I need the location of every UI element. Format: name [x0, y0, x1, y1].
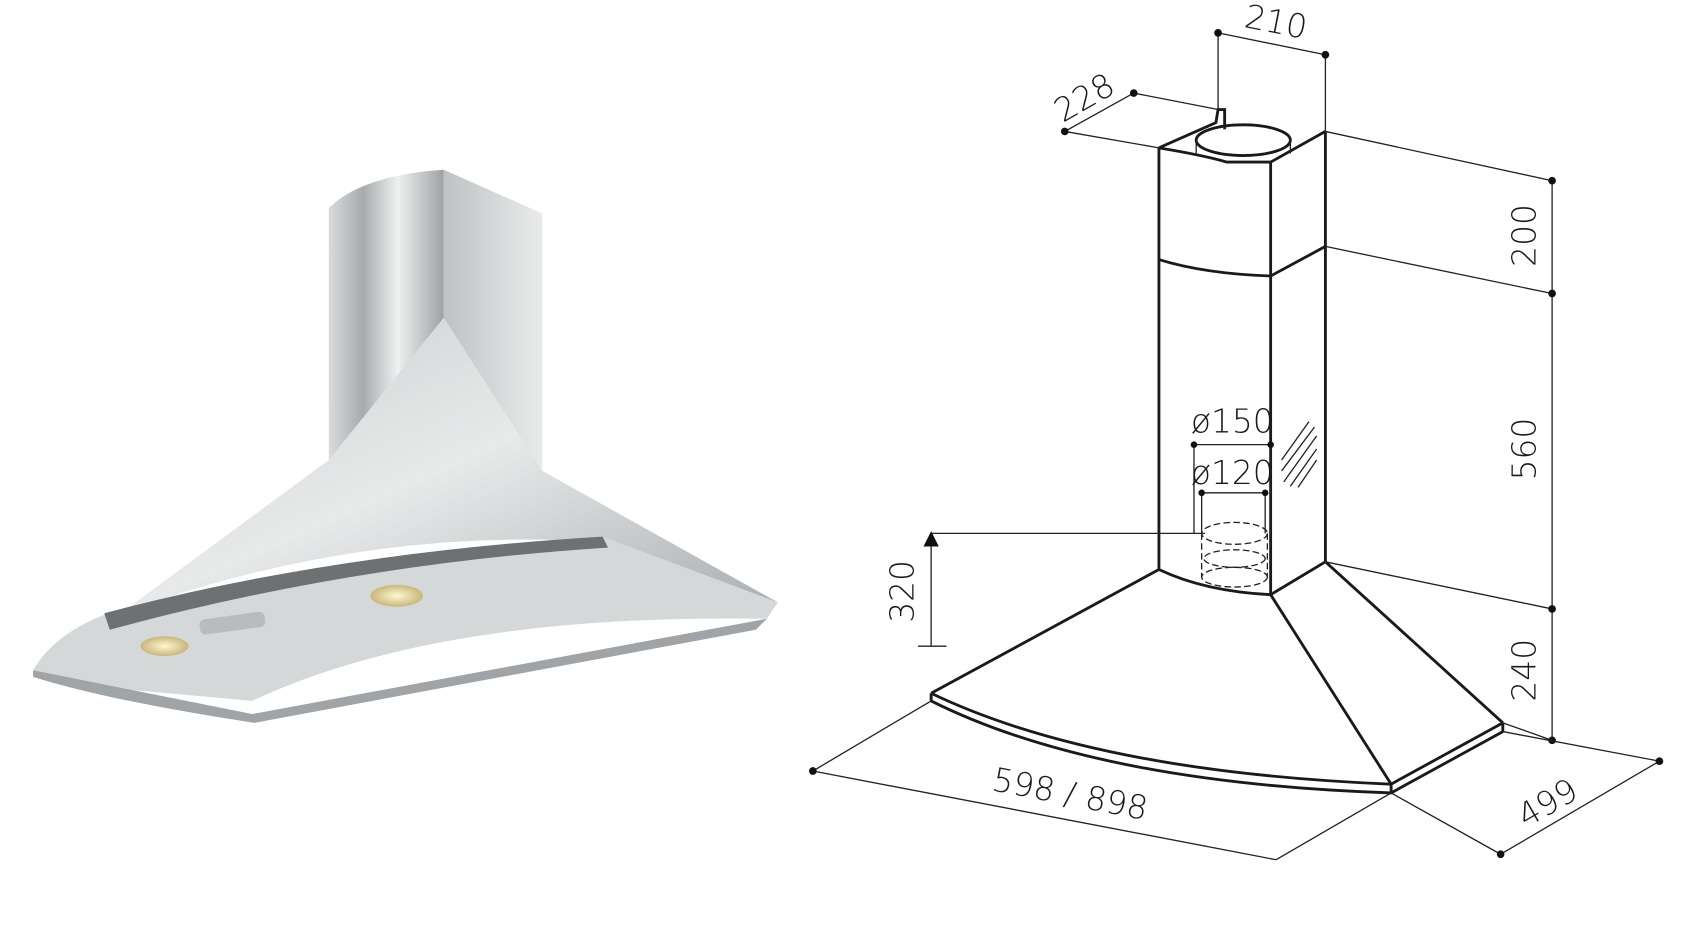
range-hood-photo — [33, 169, 778, 723]
dim-560: 560 — [1506, 418, 1544, 481]
lamp-right — [370, 584, 423, 607]
lamp-left — [140, 636, 189, 657]
dimension-drawing: 210 228 200 560 240 320 ø150 ø120 598 / … — [809, 0, 1664, 861]
canopy-top — [120, 317, 778, 614]
dim-499: 499 — [1511, 771, 1584, 835]
dim-d120: ø120 — [1191, 454, 1274, 492]
dim-598-898: 598 / 898 — [989, 761, 1151, 828]
chimney-right-face — [443, 169, 543, 471]
dim-320: 320 — [884, 560, 922, 623]
chimney-left-face — [328, 169, 444, 471]
dim-d150: ø150 — [1191, 403, 1274, 441]
dim-240: 240 — [1506, 639, 1544, 702]
hatch-mark — [1281, 421, 1318, 488]
canopy-front — [33, 536, 778, 701]
dim-200: 200 — [1506, 204, 1544, 267]
control-panel — [199, 611, 266, 635]
trim-band — [104, 536, 609, 630]
